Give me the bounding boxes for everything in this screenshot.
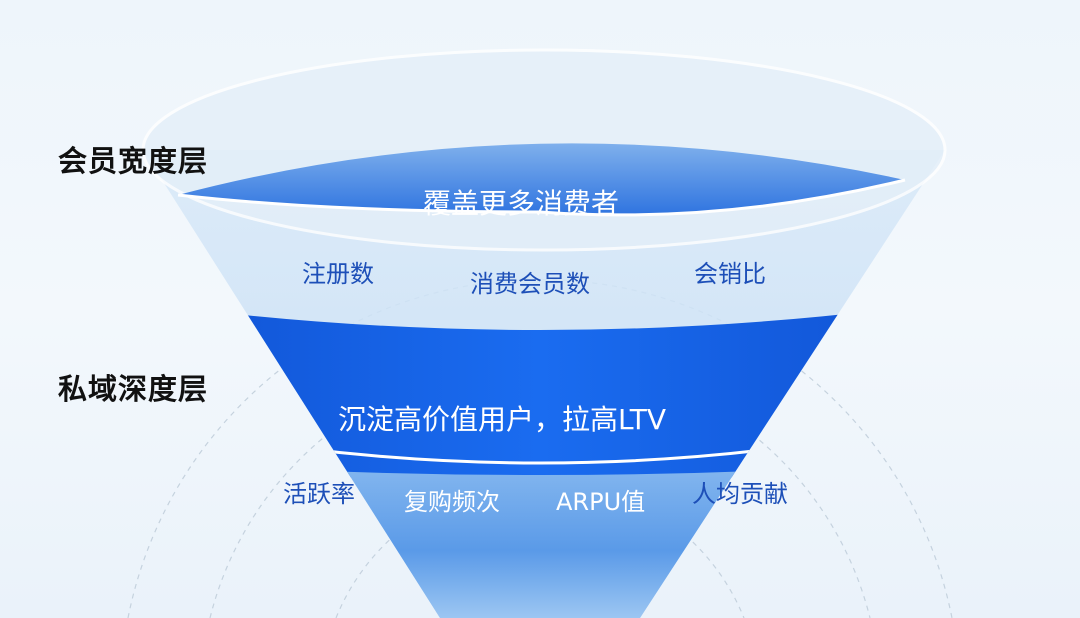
metric-consuming-members: 消费会员数 bbox=[470, 270, 590, 298]
layer-label-depth: 私域深度层 bbox=[58, 372, 209, 406]
metric-repurchase-frequency: 复购频次 bbox=[404, 488, 500, 516]
metric-registrations: 注册数 bbox=[302, 260, 374, 288]
width-goal: 覆盖更多消费者 bbox=[423, 187, 620, 220]
metric-member-sales-ratio: 会销比 bbox=[694, 260, 766, 288]
metric-per-capita-contribution: 人均贡献 bbox=[692, 480, 788, 508]
metric-active-rate: 活跃率 bbox=[283, 480, 355, 508]
metric-arpu: ARPU值 bbox=[556, 488, 646, 516]
depth-goal: 沉淀高价值用户，拉高LTV bbox=[338, 403, 667, 436]
layer-label-width: 会员宽度层 bbox=[58, 144, 209, 178]
